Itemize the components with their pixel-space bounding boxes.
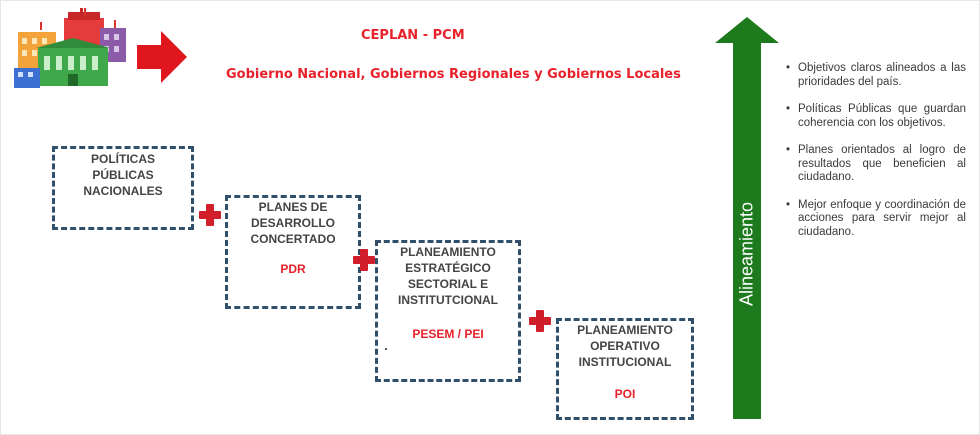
step-label-line: OPERATIVO <box>590 339 660 353</box>
header-subtitle: Gobierno Nacional, Gobiernos Regionales … <box>226 67 681 82</box>
step-acronym: PESEM / PEI <box>412 327 484 341</box>
step-label-line: POLÍTICAS <box>90 152 155 166</box>
step-box-planes-desarrollo: PLANES DE DESARROLLO CONCERTADO PDR <box>225 195 361 309</box>
plus-icon <box>199 204 221 226</box>
step-acronym: POI <box>614 387 636 401</box>
step-label-line: INSTITUCIONAL <box>578 355 672 369</box>
step-label-line: PLANES DE <box>258 200 328 214</box>
step-label-line: CONCERTADO <box>250 232 336 246</box>
plus-icon <box>353 249 375 271</box>
step-label-line: DESARROLLO <box>251 216 335 230</box>
list-item: Objetivos claros alineados a las priorid… <box>786 62 966 89</box>
step-label-line: INSTITUTCIONAL <box>398 293 498 307</box>
step-box-planeamiento-estrategico: PLANEAMIENTO ESTRATÉGICO SECTORIAL E INS… <box>375 240 521 382</box>
step-label-line: SECTORIAL E <box>407 277 489 291</box>
header-title: CEPLAN - PCM <box>361 28 465 43</box>
stray-dot <box>385 348 387 350</box>
step-label-line: ESTRATÉGICO <box>405 261 491 275</box>
step-label-line: PLANEAMIENTO <box>577 323 673 337</box>
government-buildings-icon <box>14 8 126 88</box>
list-item: Mejor enfoque y coordinación de acciones… <box>786 199 966 240</box>
list-item: Planes orientados al logro de resultados… <box>786 144 966 185</box>
step-acronym: PDR <box>280 262 306 276</box>
step-label-line: PLANEAMIENTO <box>400 245 496 259</box>
step-label-line: NACIONALES <box>83 184 163 198</box>
step-box-planeamiento-operativo: PLANEAMIENTO OPERATIVO INSTITUCIONAL POI <box>556 318 694 420</box>
list-item: Políticas Públicas que guardan coherenci… <box>786 103 966 130</box>
benefits-list: Objetivos claros alineados a las priorid… <box>786 62 966 253</box>
alignment-label: Alineamiento <box>736 201 757 307</box>
plus-icon <box>529 310 551 332</box>
step-box-politicas: POLÍTICAS PÚBLICAS NACIONALES <box>52 146 194 230</box>
green-arrow-up-icon <box>715 17 779 419</box>
red-arrow-right-icon <box>137 31 187 83</box>
step-label-line: PÚBLICAS <box>92 168 154 182</box>
